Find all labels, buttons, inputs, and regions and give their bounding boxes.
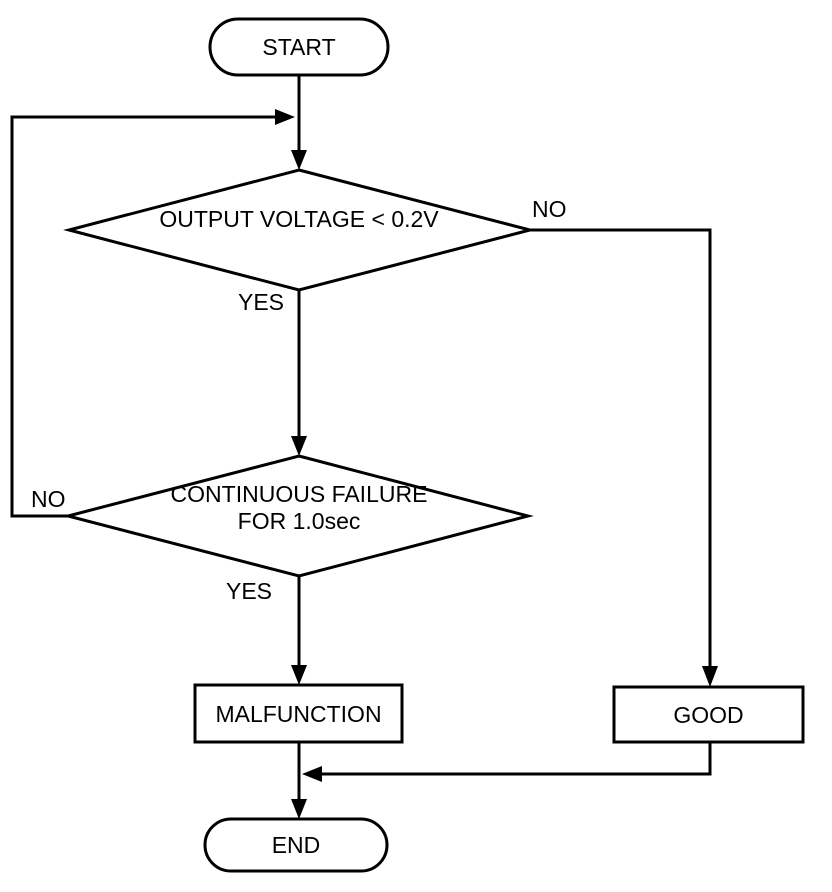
decision1-label-line1: OUTPUT VOLTAGE	[159, 206, 366, 232]
decision1-no-branch-label: NO	[532, 196, 567, 222]
arrowhead-loopback-into-line	[275, 109, 295, 125]
end-node-shape	[203, 817, 389, 873]
decision2-label-line3: 1.0sec	[292, 508, 361, 534]
malfunction-node-label: MALFUNCTION	[215, 700, 382, 727]
decision2-label-line1: CONTINUOUS	[170, 481, 326, 507]
arrowhead-into-decision1	[291, 150, 307, 170]
decision1-label-line2: < 0.2V	[371, 206, 439, 232]
decision2-label-line2: FAILURE FOR	[237, 481, 428, 534]
arrowhead-into-malfunction	[291, 665, 307, 685]
connector-decision1-no-to-good	[530, 228, 712, 666]
arrowhead-into-end	[291, 799, 307, 819]
decision1-label: OUTPUT VOLTAGE < 0.2V	[149, 206, 449, 232]
end-node-label: END	[271, 832, 321, 858]
arrowhead-into-decision2	[291, 436, 307, 456]
decision1-yes-branch-label: YES	[238, 289, 285, 315]
connector-good-to-merge	[322, 742, 712, 776]
decision2-yes-branch-label: YES	[226, 578, 273, 604]
good-node-label: GOOD	[673, 701, 744, 728]
connector-decision2-no-loopback	[10, 115, 275, 518]
decision2-no-branch-label: NO	[31, 486, 66, 512]
decision2-label: CONTINUOUS FAILURE FOR 1.0sec	[149, 481, 449, 535]
arrowhead-into-good	[702, 666, 718, 687]
start-node-label: START	[262, 34, 336, 60]
arrowhead-merge-into-line	[302, 766, 322, 782]
